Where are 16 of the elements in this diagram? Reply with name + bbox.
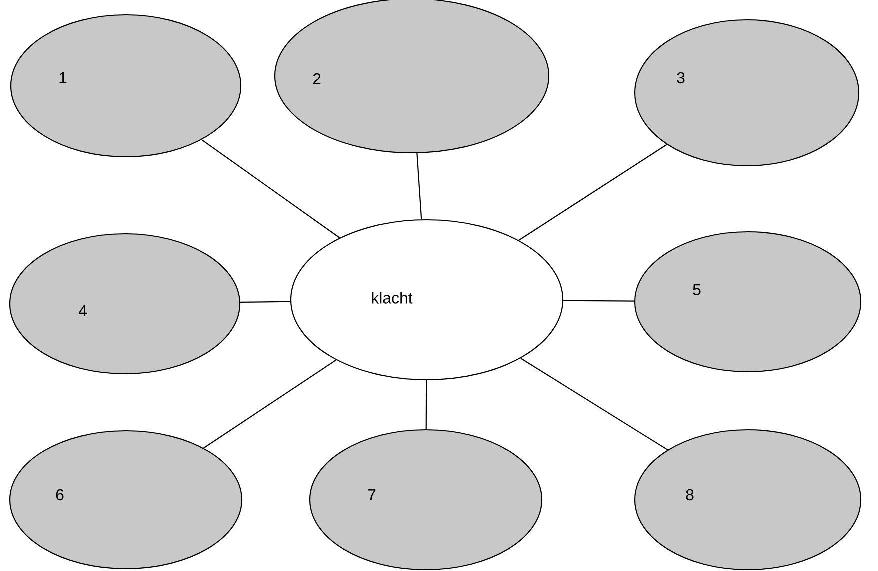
oval: 3 bbox=[634, 19, 860, 167]
oval: 8 bbox=[634, 429, 862, 571]
connector-line bbox=[202, 140, 340, 238]
connector-line bbox=[416, 153, 422, 220]
connector-line bbox=[564, 300, 634, 302]
oval: 4 bbox=[9, 233, 241, 375]
connector-line bbox=[520, 358, 668, 450]
connector-line bbox=[518, 144, 668, 241]
connector-line bbox=[240, 301, 290, 304]
oval: 1 bbox=[10, 14, 242, 158]
oval: 6 bbox=[9, 430, 243, 570]
oval: 7 bbox=[309, 429, 543, 571]
oval: 5 bbox=[634, 231, 862, 373]
connector-line bbox=[204, 360, 337, 449]
connector-line bbox=[426, 380, 428, 430]
oval: klacht bbox=[290, 219, 564, 381]
